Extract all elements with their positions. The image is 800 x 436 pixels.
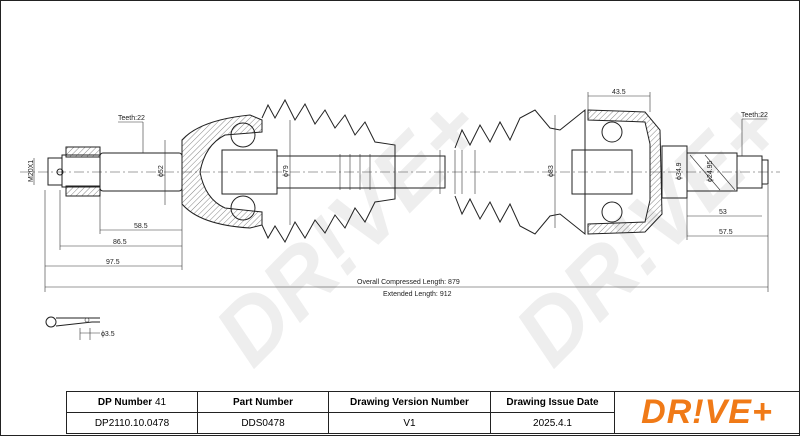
dim-86-5: 86.5 bbox=[113, 239, 127, 246]
dp-number-value: DP2110.10.0478 bbox=[66, 412, 198, 434]
dia-83-label: ϕ83 bbox=[548, 165, 555, 177]
teeth-left-label: Teeth:22 bbox=[118, 115, 145, 122]
extended-length: Extended Length: 912 bbox=[383, 291, 452, 298]
inner-joint bbox=[571, 109, 663, 235]
inner-boot bbox=[454, 108, 586, 236]
teeth-right-label: Teeth:22 bbox=[741, 112, 768, 119]
cotter-pin: ϕ3.5 bbox=[45, 316, 115, 340]
watermark: DR!VE+ DR!VE+ bbox=[196, 78, 800, 384]
dia-52-label: ϕ52 bbox=[158, 165, 165, 177]
main-shaft bbox=[276, 155, 446, 189]
left-stub bbox=[47, 146, 183, 197]
version-value: V1 bbox=[328, 412, 491, 434]
right-stub bbox=[661, 145, 769, 199]
thread-label: M20X1 bbox=[28, 160, 35, 182]
title-block: DP Number 41 Part Number Drawing Version… bbox=[66, 391, 800, 434]
date-value: 2025.4.1 bbox=[490, 412, 615, 434]
dimension-labels: Teeth:22 Teeth:22 M20X1 ϕ52 ϕ79 ϕ83 ϕ34.… bbox=[28, 89, 768, 298]
dim-97-5: 97.5 bbox=[106, 259, 120, 266]
overall-compressed-length: Overall Compressed Length: 879 bbox=[357, 279, 460, 286]
dia-79-label: ϕ79 bbox=[283, 165, 290, 177]
dp-number-count: 41 bbox=[154, 396, 167, 408]
dim-58-5: 58.5 bbox=[134, 223, 148, 230]
part-number-value: DDS0478 bbox=[197, 412, 329, 434]
dia-34-9-label: ϕ34.9 bbox=[676, 162, 683, 180]
dimension-lines bbox=[33, 92, 769, 292]
date-header: Drawing Issue Date bbox=[490, 391, 615, 413]
shaft-grooves bbox=[339, 150, 476, 194]
drive-logo: DR!VE+ bbox=[614, 391, 800, 434]
pin-dia-label: ϕ3.5 bbox=[101, 331, 115, 338]
outer-joint bbox=[181, 114, 278, 229]
dim-43-5: 43.5 bbox=[612, 89, 626, 96]
dim-53: 53 bbox=[719, 209, 727, 216]
outer-boot bbox=[261, 98, 396, 244]
dim-57-5: 57.5 bbox=[719, 229, 733, 236]
dia-24-95-label: ϕ24.95 bbox=[707, 160, 714, 182]
part-number-header: Part Number bbox=[197, 391, 329, 413]
version-header: Drawing Version Number bbox=[328, 391, 491, 413]
dp-number-header: DP Number 41 bbox=[66, 391, 198, 413]
